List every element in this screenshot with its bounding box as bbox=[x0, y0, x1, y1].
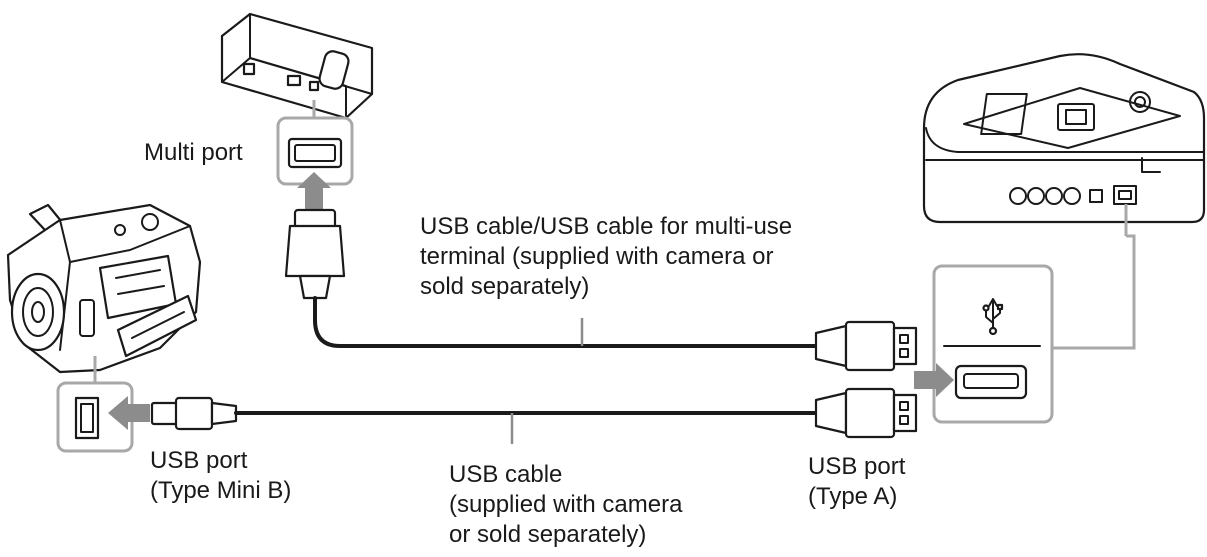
multi-port-arrow bbox=[297, 172, 331, 214]
usb-mini-b-callout bbox=[56, 356, 134, 453]
usb-cable-line-3: or sold separately) bbox=[449, 521, 647, 548]
camcorder bbox=[6, 203, 202, 374]
multi-use-connector bbox=[284, 208, 346, 300]
type-a-arrow bbox=[914, 363, 954, 397]
multi-use-cable-line-3: sold separately) bbox=[420, 273, 590, 300]
usb-port-type-a-line-1: USB port bbox=[808, 453, 906, 480]
multi-port-callout bbox=[276, 100, 354, 186]
usb-cable-line-2: (supplied with camera bbox=[449, 491, 683, 518]
usb-type-a-plug-upper bbox=[814, 320, 918, 372]
usb-port-type-a-line-2: (Type A) bbox=[808, 483, 898, 510]
usb-cable-label: USB cable (supplied with camera or sold … bbox=[449, 460, 682, 550]
multi-use-cable-label: USB cable/USB cable for multi-use termin… bbox=[420, 212, 792, 302]
usb-port-mini-b-label: USB port (Type Mini B) bbox=[150, 446, 291, 506]
usb-cable-multi-use bbox=[313, 296, 818, 348]
multi-use-cable-line-1: USB cable/USB cable for multi-use bbox=[420, 213, 793, 240]
usb-icon bbox=[982, 298, 1004, 336]
usb-cable-line-1: USB cable bbox=[449, 461, 563, 488]
digital-camera bbox=[220, 12, 374, 120]
usb-port-mini-b-line-1: USB port bbox=[150, 447, 248, 474]
usb-port-mini-b-line-2: (Type Mini B) bbox=[150, 477, 292, 504]
photo-printer bbox=[922, 53, 1206, 224]
usb-mini-b-plug bbox=[150, 396, 238, 431]
multi-port-label: Multi port bbox=[144, 138, 243, 168]
mini-b-arrow bbox=[108, 396, 150, 430]
usb-type-a-plug-lower bbox=[814, 387, 918, 439]
multi-use-cable-line-2: terminal (supplied with camera or bbox=[420, 243, 774, 270]
usb-type-a-callout bbox=[932, 204, 1136, 424]
usb-port-type-a-label: USB port (Type A) bbox=[808, 452, 905, 512]
multi-port-text: Multi port bbox=[144, 139, 243, 166]
